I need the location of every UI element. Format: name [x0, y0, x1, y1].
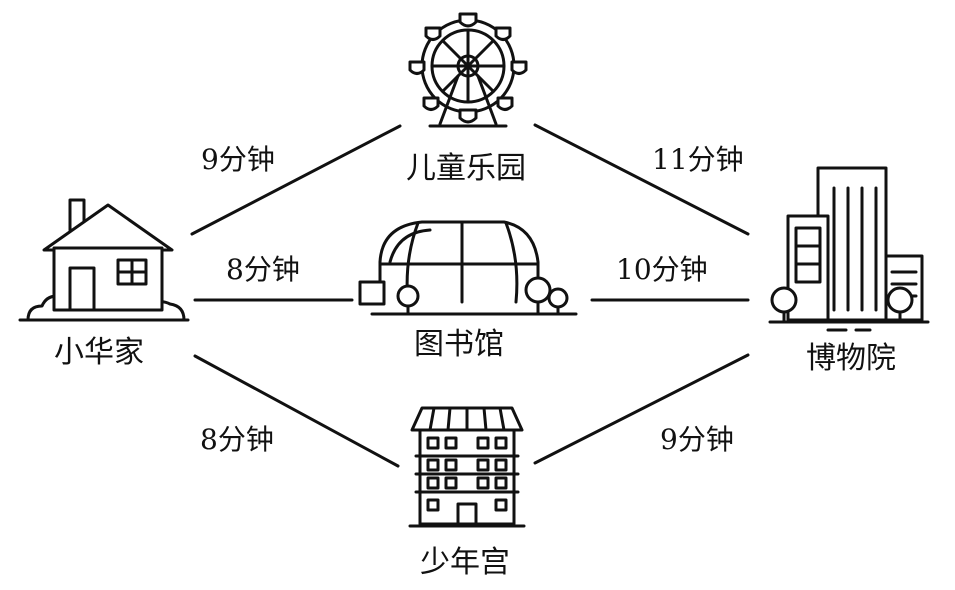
- route-lines: [190, 123, 750, 468]
- node-label-home: 小华家: [54, 335, 144, 370]
- edge-label-park-museum: 11分钟: [652, 143, 744, 176]
- node-label-library: 图书馆: [414, 327, 504, 362]
- route-home-youth-palace: [193, 354, 400, 468]
- apartment-building-icon: [408, 406, 526, 528]
- node-label-youth-palace: 少年宫: [420, 545, 510, 580]
- node-label-park: 儿童乐园: [406, 151, 526, 186]
- edge-label-home-park: 9分钟: [201, 143, 275, 176]
- node-label-museum: 博物院: [806, 341, 896, 376]
- edge-label-library-museum: 10分钟: [616, 253, 708, 286]
- skyscraper-icon: [768, 166, 930, 332]
- library-building-icon: [358, 220, 578, 316]
- house-icon: [18, 198, 190, 322]
- route-park-museum: [533, 123, 750, 236]
- route-home-park: [190, 124, 402, 236]
- edge-label-youth-palace-museum: 9分钟: [660, 423, 734, 456]
- ferris-wheel-icon: [408, 12, 528, 128]
- edge-label-home-youth-palace: 8分钟: [200, 423, 274, 456]
- edge-label-home-library: 8分钟: [226, 253, 300, 286]
- route-youth-palace-museum: [533, 353, 750, 465]
